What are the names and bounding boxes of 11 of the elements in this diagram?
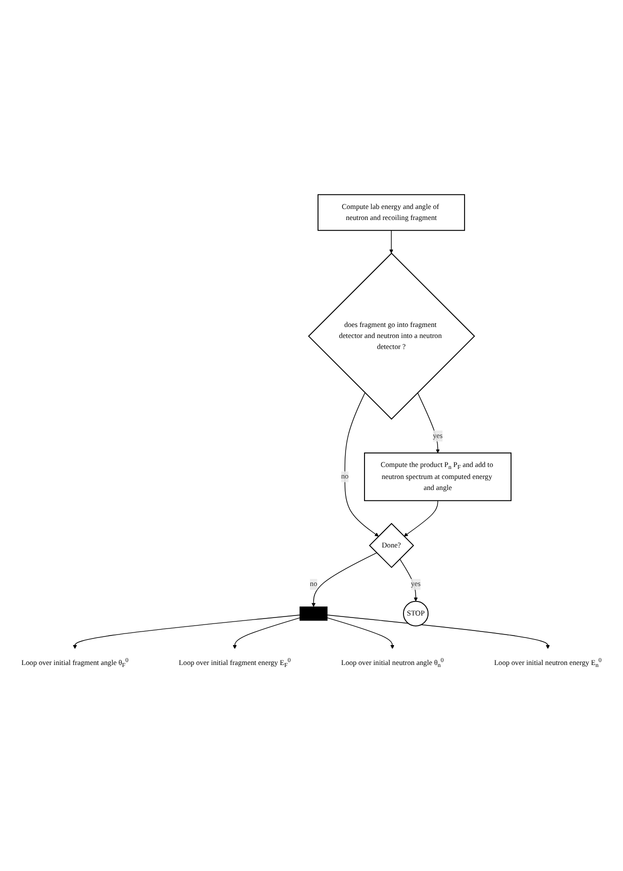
node-bar: [300, 606, 328, 621]
arrow: [404, 500, 438, 536]
arrow: [326, 617, 394, 649]
arrow: [232, 617, 300, 649]
arrow: [72, 614, 300, 649]
arrow: [399, 558, 418, 602]
arrow: [389, 230, 394, 254]
arrow: [312, 552, 378, 607]
arrow: [417, 392, 440, 454]
arrow: [344, 392, 379, 536]
arrow: [326, 614, 550, 649]
